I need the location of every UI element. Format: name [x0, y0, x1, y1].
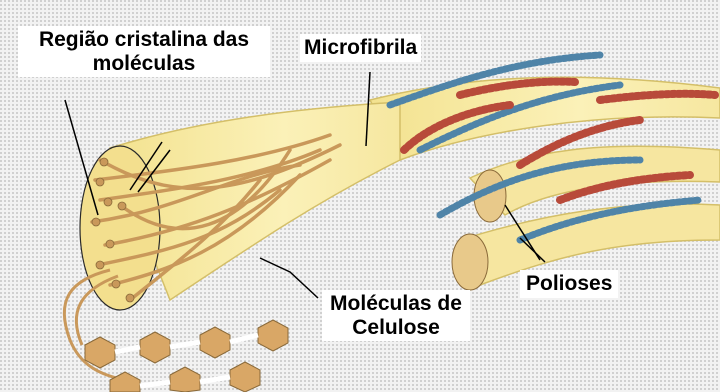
crystalline-region-label: Região cristalina das moléculas	[18, 26, 270, 77]
microfibril-label: Microfibrila	[300, 34, 421, 62]
polyoses-label: Polioses	[520, 270, 618, 298]
cellulose-molecules-label: Moléculas de Celulose	[322, 290, 470, 341]
fibril-cut-face-lower	[452, 234, 488, 290]
